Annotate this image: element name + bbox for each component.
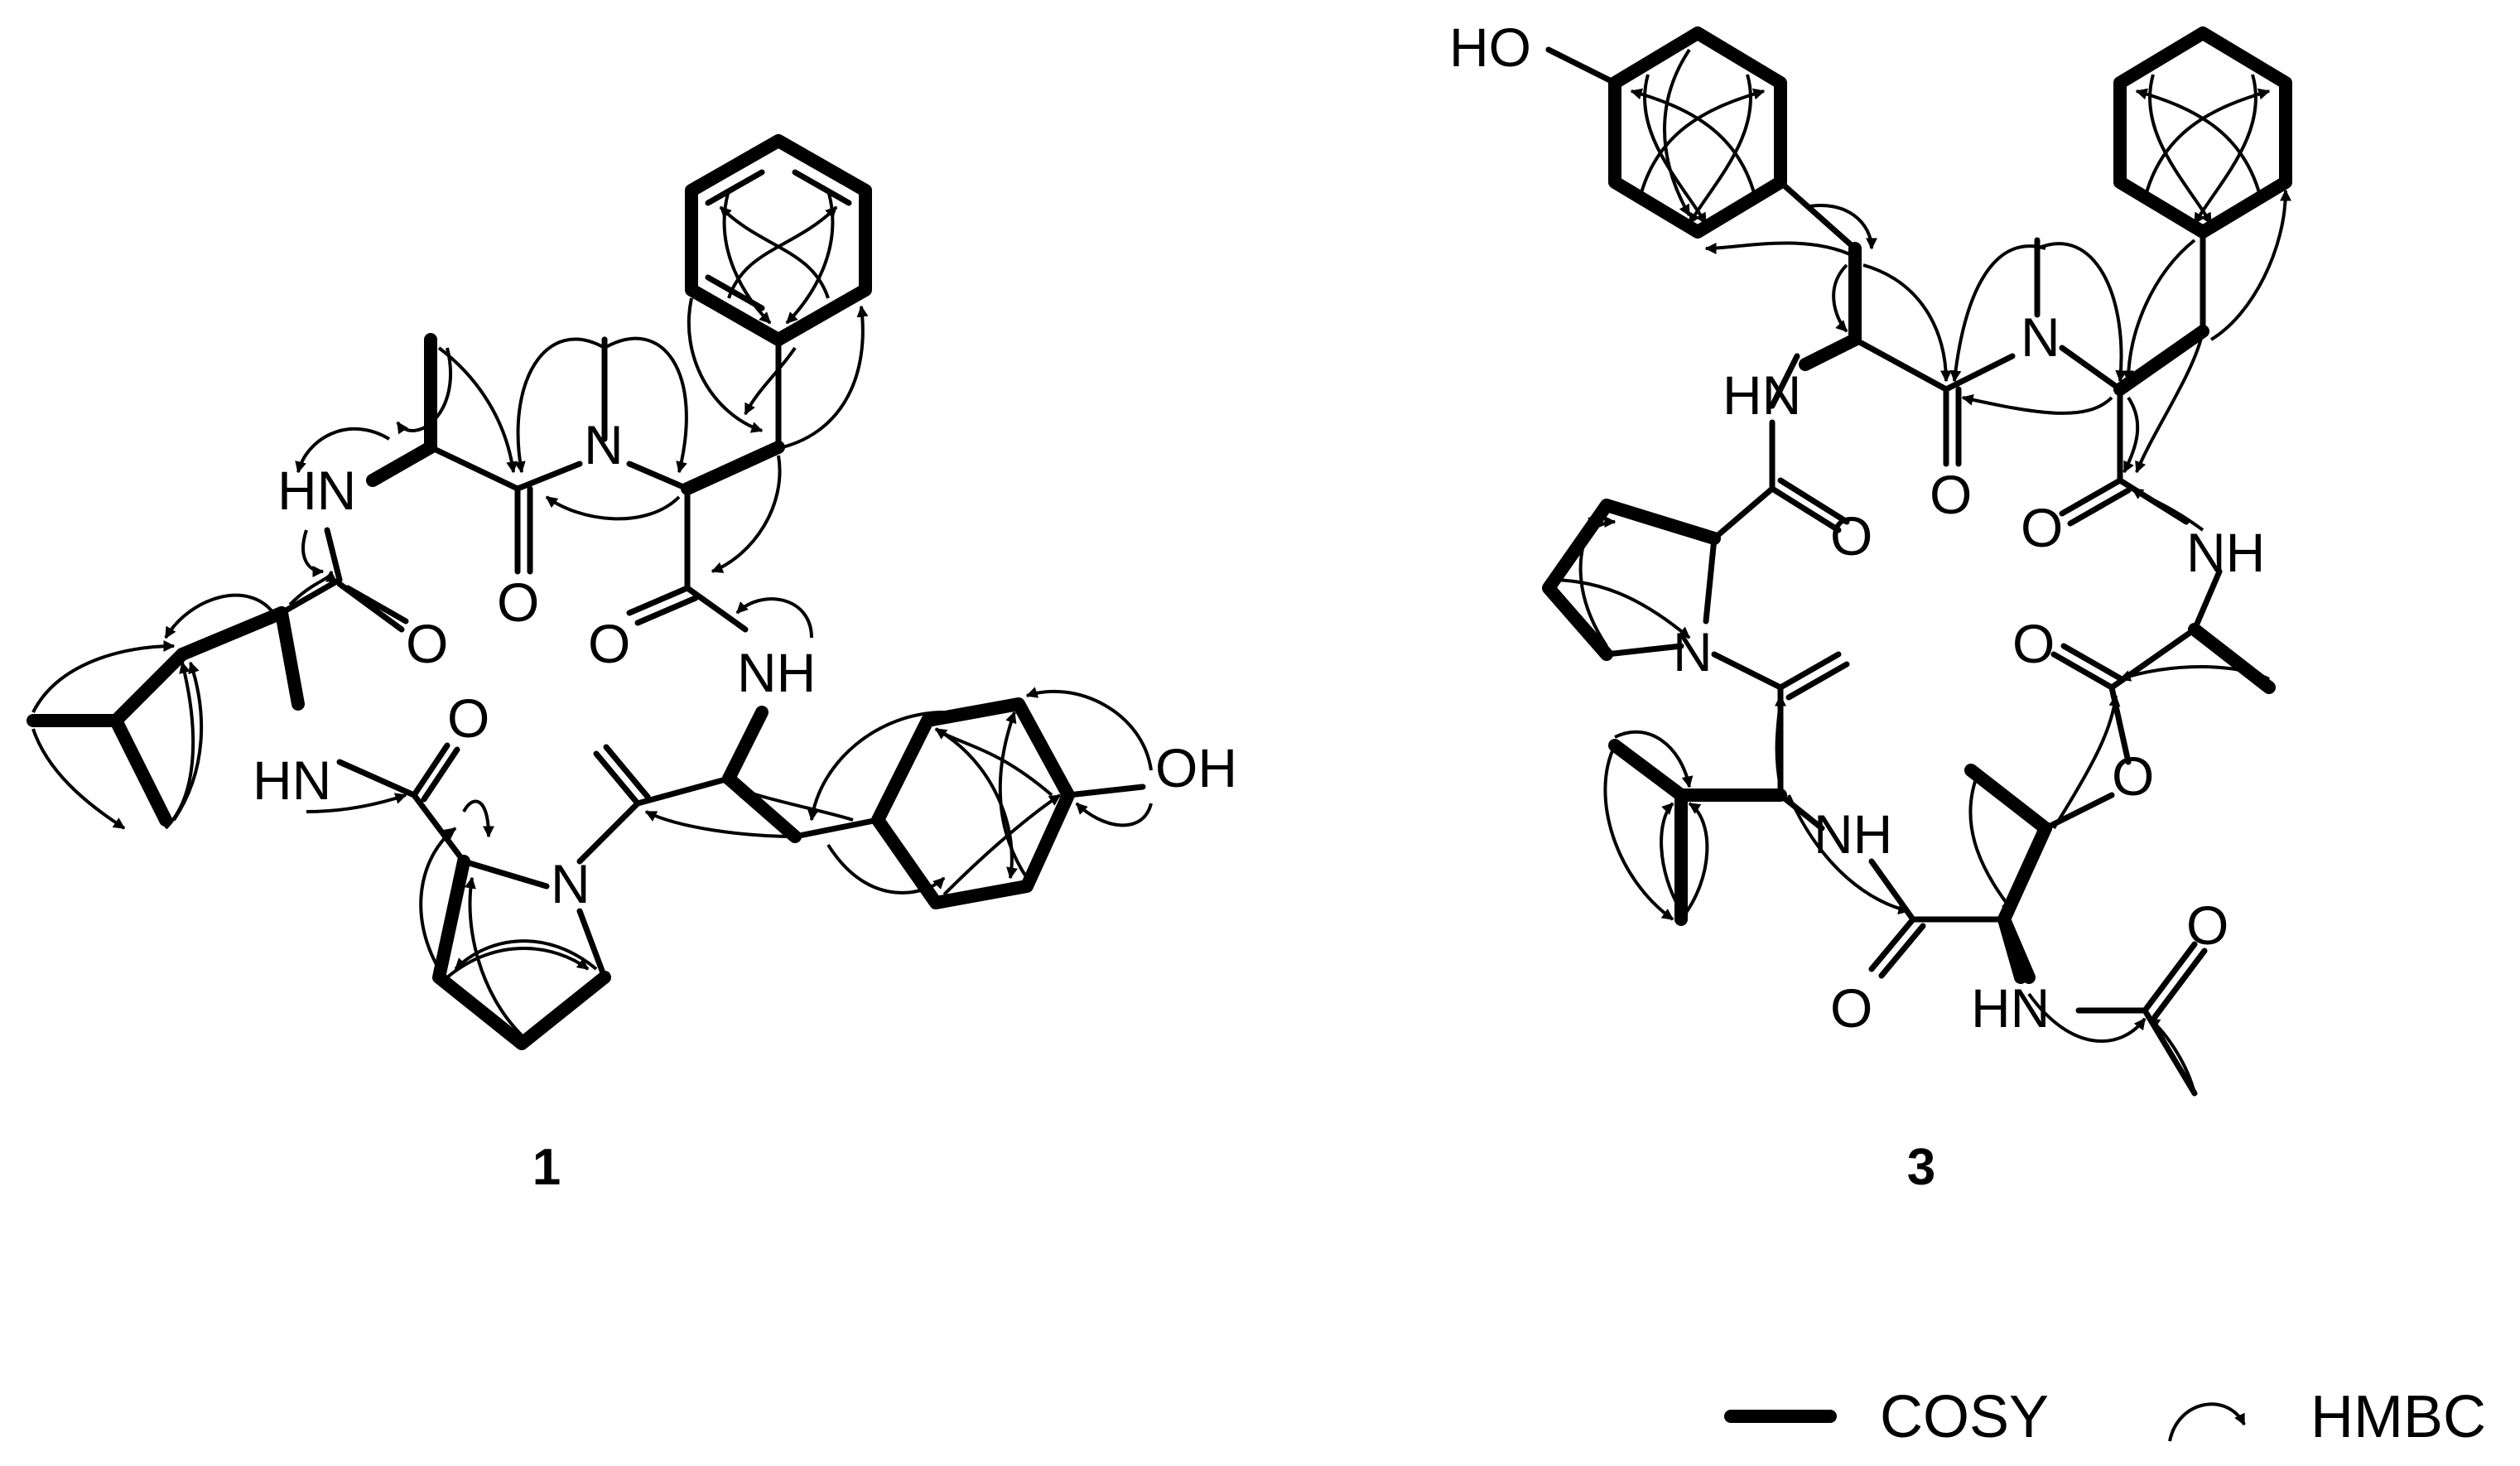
compound-1-atom-labels: HN HN N N O O O O NH OH [253, 414, 1237, 914]
compound-3-phenyl-ring [2113, 27, 2292, 335]
compound-3-label-nh-right: NH [2186, 522, 2265, 583]
compound-1-label-n-methyl: N [584, 414, 624, 475]
compound-3-label-ho: HO [1449, 17, 1531, 78]
compound-1-structure: HN HN N N O O O O NH OH 1 [27, 134, 1237, 1196]
compound-1-label-o-1: O [497, 571, 539, 633]
compound-3-label-n-methyl: N [2021, 306, 2060, 368]
compound-1-label-n-proline: N [551, 853, 590, 914]
compound-1-backbone [27, 333, 881, 865]
compound-3-label-o-ester-carbonyl: O [2012, 613, 2055, 674]
compound-3-label-o-proline: O [1830, 505, 1872, 567]
compound-1-phenyl-ring [685, 134, 872, 346]
compound-3-label-o-acetyl: O [2186, 895, 2228, 956]
compound-1-label-oh: OH [1155, 737, 1237, 798]
compound-3-hmbc-arrows [1547, 48, 2291, 1094]
compound-1-label-o-3: O [588, 613, 630, 674]
compound-1-label-o-4: O [447, 687, 489, 749]
compound-1-tyrosine-ring [871, 697, 1146, 909]
compound-3-label-o-ester: O [2112, 745, 2154, 807]
compound-1-label-hn-left: HN [253, 750, 331, 811]
compound-3-atom-labels: HO HN N O NH O N O O NH O HN O O [1449, 17, 2265, 1039]
compound-1-proline-ring [432, 855, 611, 1050]
compound-1-hmbc-arrows [31, 190, 1153, 1037]
compound-3-label-o-top-right: O [2021, 497, 2063, 558]
compound-3-structure: HO HN N O NH O N O O NH O HN O O 3 [1449, 17, 2292, 1196]
compound-1-label-nh: NH [737, 642, 816, 703]
compound-1-label-hn-top: HN [277, 460, 356, 521]
compound-3-label-nh-mid: NH [1814, 803, 1892, 865]
compound-3-number: 3 [1907, 1139, 1935, 1196]
compound-3-proline-ring [1542, 499, 1721, 661]
compound-1-number: 1 [532, 1139, 561, 1196]
compound-3-label-hn-acetyl: HN [1971, 977, 2050, 1039]
legend: COSY HMBC [1724, 1384, 2486, 1450]
legend-hmbc-swatch [2168, 1402, 2246, 1442]
compound-1-label-o-2: O [406, 613, 448, 674]
compound-3-label-o-amide-bottom: O [1830, 977, 1872, 1039]
legend-hmbc-label: HMBC [2310, 1384, 2486, 1450]
legend-cosy-label: COSY [1880, 1384, 2049, 1450]
compound-3-tyrosine-ring [1545, 27, 1858, 252]
compound-3-acetyl-group [1997, 913, 2208, 1097]
compound-3-label-n-proline: N [1673, 621, 1713, 682]
compound-3-label-hn-top: HN [1723, 364, 1801, 426]
compound-3-label-o-top-left: O [1930, 464, 1972, 525]
